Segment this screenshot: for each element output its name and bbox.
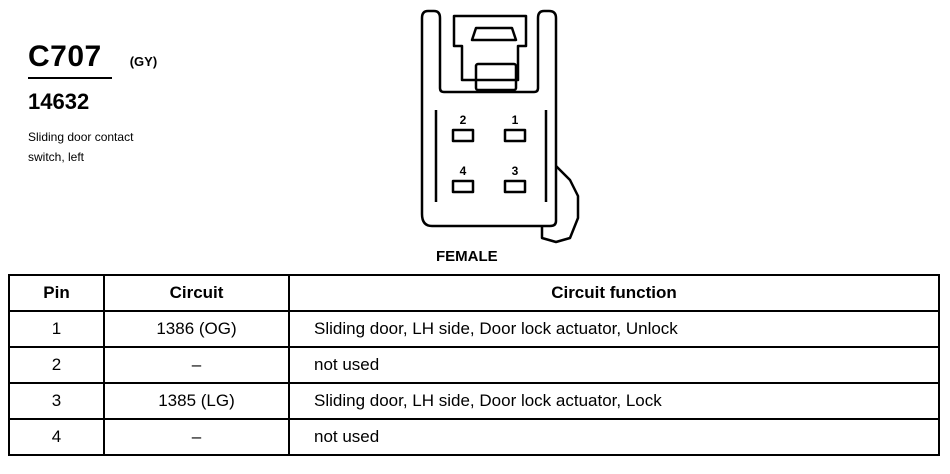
connector-face-drawing: 2 1 4 3 <box>420 9 580 244</box>
connector-header: C707 (GY) 14632 Sliding door contact swi… <box>28 40 198 167</box>
connector-description: Sliding door contact switch, left <box>28 127 198 167</box>
function-cell: not used <box>288 346 940 384</box>
pin-cavity-4 <box>451 179 475 194</box>
pin-label-1: 1 <box>512 113 519 127</box>
pin-cell: 4 <box>8 418 105 456</box>
connector-id: C707 <box>28 40 102 73</box>
function-column-header: Circuit function <box>288 274 940 312</box>
connector-color-code: (GY) <box>129 54 158 69</box>
top-tab <box>470 26 518 42</box>
description-line-2: switch, left <box>28 150 85 164</box>
pin-label-2: 2 <box>460 113 467 127</box>
description-line-1: Sliding door contact <box>28 130 134 144</box>
pin-cavity-2 <box>451 128 475 143</box>
pin-cell: 2 <box>8 346 105 384</box>
pin-label-3: 3 <box>512 164 519 178</box>
pin-cavity-1 <box>503 128 527 143</box>
connector-title-row: C707 (GY) <box>28 40 198 74</box>
circuit-column-header: Circuit <box>103 274 290 312</box>
pin-cell: 1 <box>8 310 105 348</box>
pin-table-header-row: Pin Circuit Circuit function <box>8 274 940 312</box>
view-label: FEMALE <box>436 248 498 265</box>
pin-label-4: 4 <box>460 164 467 178</box>
title-underline <box>28 77 112 79</box>
center-slot <box>474 62 518 92</box>
circuit-cell: – <box>103 418 290 456</box>
connector-housing-outline <box>420 9 558 228</box>
circuit-cell: – <box>103 346 290 384</box>
table-row: 3 1385 (LG) Sliding door, LH side, Door … <box>8 382 940 420</box>
connector-diagram: 2 1 4 3 <box>410 6 585 261</box>
function-cell: Sliding door, LH side, Door lock actuato… <box>288 382 940 420</box>
table-row: 4 – not used <box>8 418 940 456</box>
latch-outline <box>540 165 580 244</box>
inner-body-outline <box>434 110 548 202</box>
function-cell: not used <box>288 418 940 456</box>
top-inner-frame <box>452 14 528 82</box>
table-row: 2 – not used <box>8 346 940 384</box>
table-row: 1 1386 (OG) Sliding door, LH side, Door … <box>8 310 940 348</box>
circuit-cell: 1386 (OG) <box>103 310 290 348</box>
part-number: 14632 <box>28 89 90 114</box>
pin-column-header: Pin <box>8 274 105 312</box>
pin-cavity-3 <box>503 179 527 194</box>
pin-table: Pin Circuit Circuit function 1 1386 (OG)… <box>8 274 940 456</box>
pin-cell: 3 <box>8 382 105 420</box>
circuit-cell: 1385 (LG) <box>103 382 290 420</box>
function-cell: Sliding door, LH side, Door lock actuato… <box>288 310 940 348</box>
